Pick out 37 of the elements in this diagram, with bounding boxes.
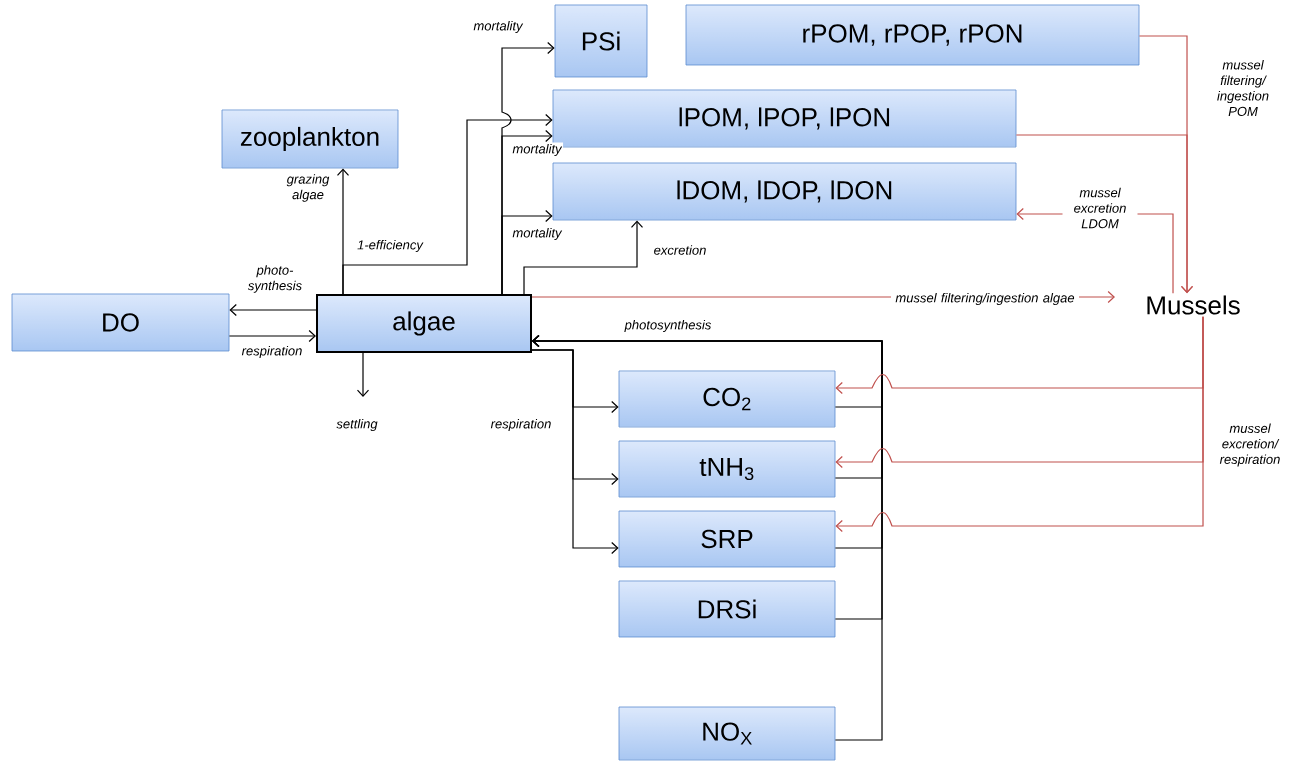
process-box: zooplankton <box>221 109 399 169</box>
edge-label: settling <box>334 417 380 433</box>
process-box: SRP <box>618 510 836 568</box>
arrow <box>501 209 553 295</box>
arrow <box>835 316 1204 533</box>
arrow <box>1015 134 1194 294</box>
process-box: algae <box>316 294 532 353</box>
edge-label: mussel filtering/ ingestion POM <box>1205 58 1281 118</box>
arrow <box>342 113 553 295</box>
edge-label: 1-efficiency <box>355 238 425 254</box>
edge-label: mussel filtering/ingestion algae <box>891 291 1079 307</box>
edge-label: respiration <box>489 417 553 433</box>
edge-label: excretion <box>652 243 708 257</box>
process-box: lDOM, lDOP, lDON <box>552 162 1017 221</box>
edge-label: mortality <box>471 19 525 35</box>
edge-label: respiration <box>240 344 304 360</box>
process-box: DO <box>11 293 230 352</box>
edge-label: grazing algae <box>279 172 337 204</box>
edge-label: mussel excretion LDOM <box>1062 186 1138 230</box>
edge-label: mortality <box>510 226 564 242</box>
arrow <box>532 334 883 741</box>
process-box: DRSi <box>618 580 836 638</box>
edge-label: mortality <box>510 142 564 158</box>
process-box: rPOM, rPOP, rPON <box>685 4 1140 66</box>
arrow <box>229 303 317 317</box>
process-box: NO$_{X}$ <box>618 706 836 761</box>
arrow <box>523 220 644 295</box>
edge-label: mussel excretion/ respiration <box>1207 421 1293 469</box>
process-box: tNH$_{3}$ <box>618 440 836 498</box>
node-label: Mussels <box>1147 295 1240 315</box>
edge-label: photosynthesis <box>623 318 713 334</box>
edge-label: photo- synthesis <box>242 263 308 295</box>
process-box: PSi <box>554 4 648 78</box>
process-box: CO$_{2}$ <box>618 370 836 428</box>
arrow <box>531 349 619 555</box>
arrow <box>356 352 370 397</box>
arrow <box>228 329 316 343</box>
